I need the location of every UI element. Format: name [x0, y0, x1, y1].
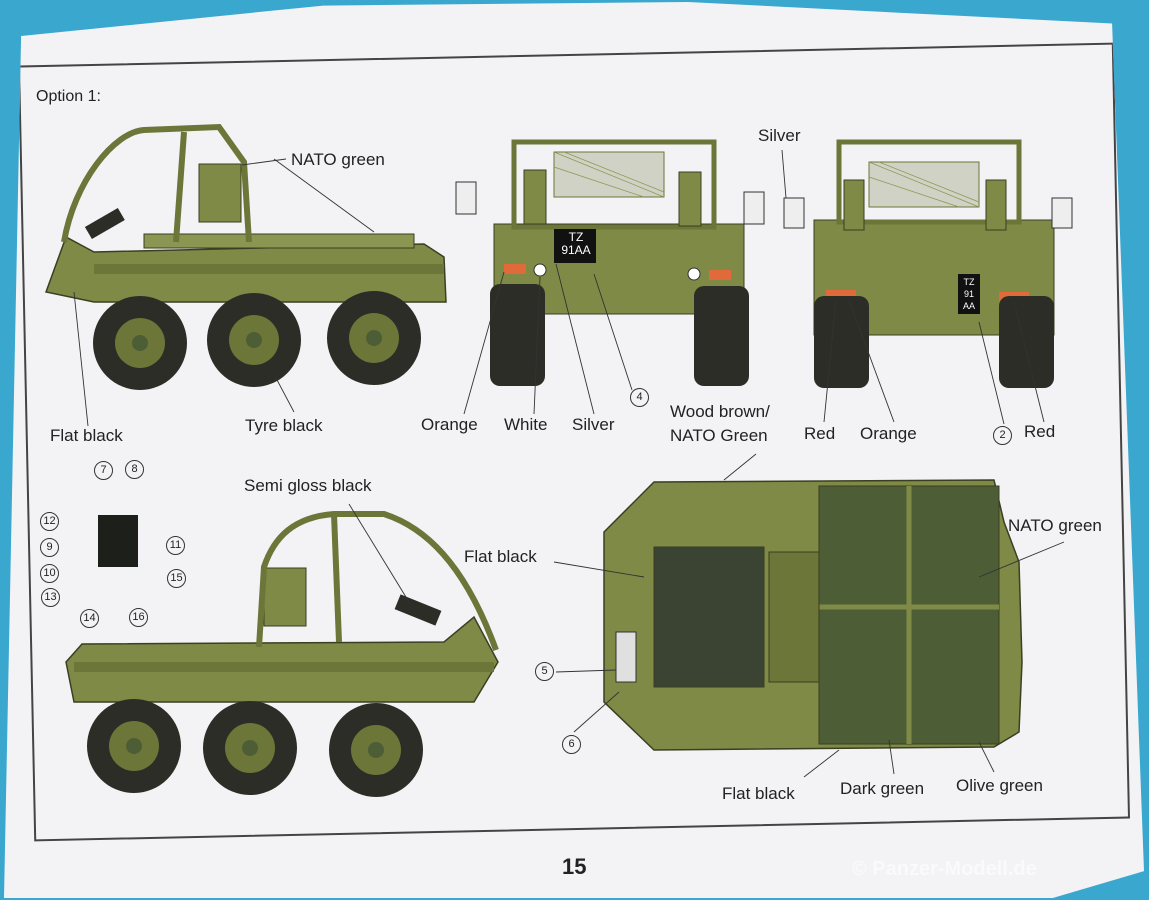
rear-license-plate: TZ 91 AA: [962, 277, 975, 311]
callout-12: 12: [40, 512, 59, 531]
watermark: © Panzer-Modell.de: [852, 858, 1037, 880]
decal-sheet: [98, 515, 138, 567]
rear-view: [783, 139, 1073, 388]
front-license-plate: TZ 91AA: [561, 230, 591, 257]
callout-2: 2: [993, 426, 1012, 445]
label-nato-green-top: NATO green: [291, 150, 385, 169]
callout-7: 7: [94, 461, 113, 480]
option-heading: Option 1:: [36, 88, 101, 105]
callout-11: 11: [166, 536, 185, 555]
top-view: [603, 479, 1023, 751]
label-silver-top: Silver: [758, 126, 801, 145]
callout-16: 16: [129, 608, 148, 627]
label-red-rear-left: Red: [804, 424, 836, 443]
label-flat-black-left: Flat black: [50, 426, 123, 445]
callout-4: 4: [630, 388, 649, 407]
label-orange-front: Orange: [421, 415, 478, 434]
callout-15: 15: [167, 569, 186, 588]
vehicle-illustrations: [44, 123, 1073, 797]
side-view-right: [65, 511, 499, 797]
page-number: 15: [562, 854, 587, 879]
front-view: [455, 139, 765, 386]
label-olive-green: Olive green: [956, 776, 1043, 795]
label-silver-front: Silver: [572, 415, 615, 434]
callout-10: 10: [40, 564, 59, 583]
side-view-left: [44, 123, 447, 390]
label-wood-brown: Wood brown/: [670, 402, 770, 421]
callout-14: 14: [80, 609, 99, 628]
label-orange-rear: Orange: [860, 424, 917, 443]
label-red-rear-right: Red: [1024, 422, 1056, 441]
label-nato-green-wood: NATO Green: [670, 426, 768, 445]
callout-13: 13: [41, 588, 60, 607]
label-white-front: White: [504, 415, 548, 434]
callout-5: 5: [535, 662, 554, 681]
label-tyre-black: Tyre black: [245, 416, 323, 435]
label-nato-green-right: NATO green: [1008, 516, 1102, 535]
label-dark-green: Dark green: [840, 779, 925, 798]
instruction-page: Option 1: NATO green Flat black Tyre bla…: [4, 2, 1144, 898]
callout-6: 6: [562, 735, 581, 754]
label-semi-gloss-black: Semi gloss black: [244, 476, 372, 495]
callout-9: 9: [40, 538, 59, 557]
leader-lines: [73, 149, 1065, 778]
label-flat-black-bottom: Flat black: [722, 784, 795, 803]
callout-8: 8: [125, 460, 144, 479]
label-flat-black-top: Flat black: [464, 547, 537, 566]
